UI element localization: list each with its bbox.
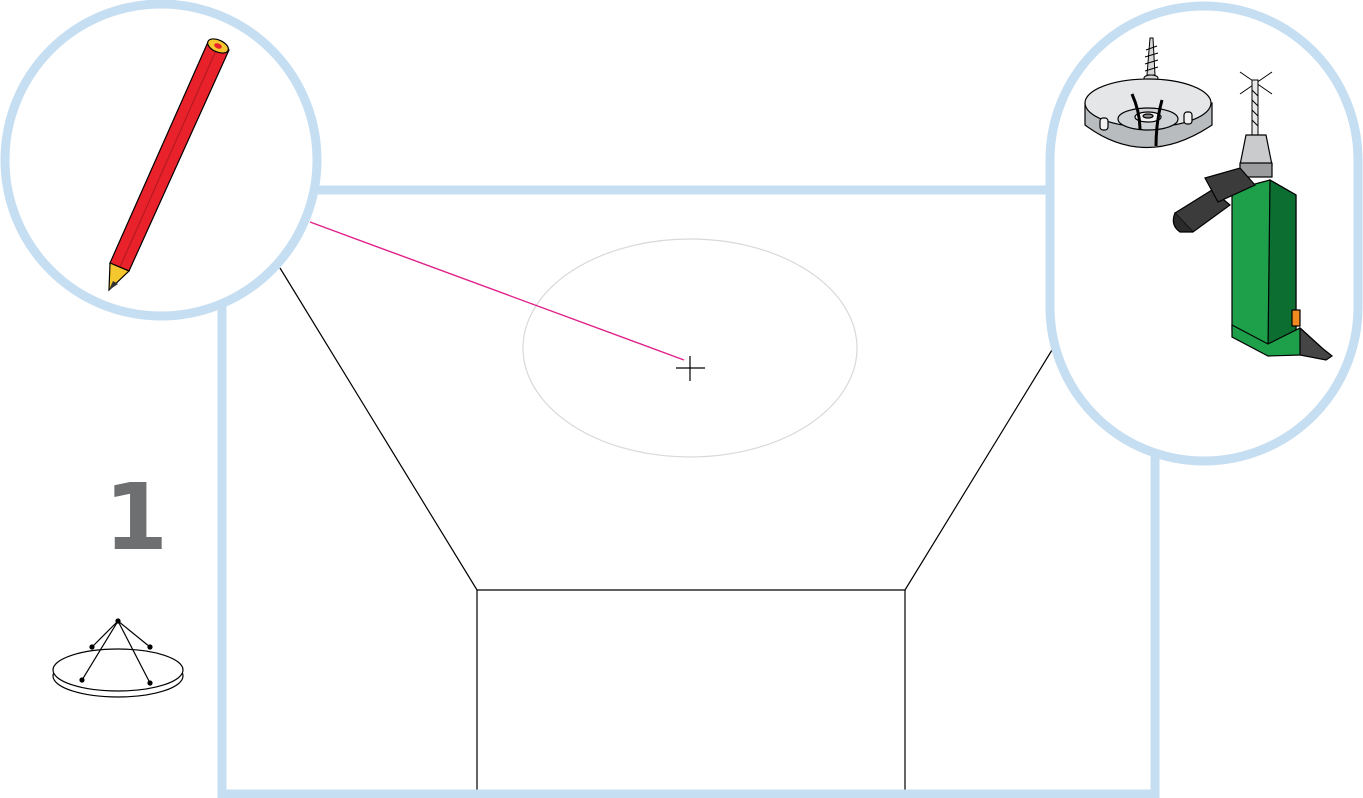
crosshair-mark-icon bbox=[676, 356, 705, 381]
panel-frame bbox=[222, 190, 1155, 794]
tools-callout-bubble bbox=[1050, 6, 1358, 461]
step-number: 1 bbox=[104, 468, 164, 568]
ceiling-area-circle bbox=[523, 239, 857, 457]
lamp-canopy-icon bbox=[53, 619, 183, 697]
pencil-callout bbox=[5, 4, 317, 316]
room-ceiling bbox=[280, 268, 1052, 798]
guide-line bbox=[310, 222, 684, 360]
tools-callout bbox=[1050, 6, 1358, 461]
ceiling-edge-lines bbox=[280, 268, 1052, 590]
